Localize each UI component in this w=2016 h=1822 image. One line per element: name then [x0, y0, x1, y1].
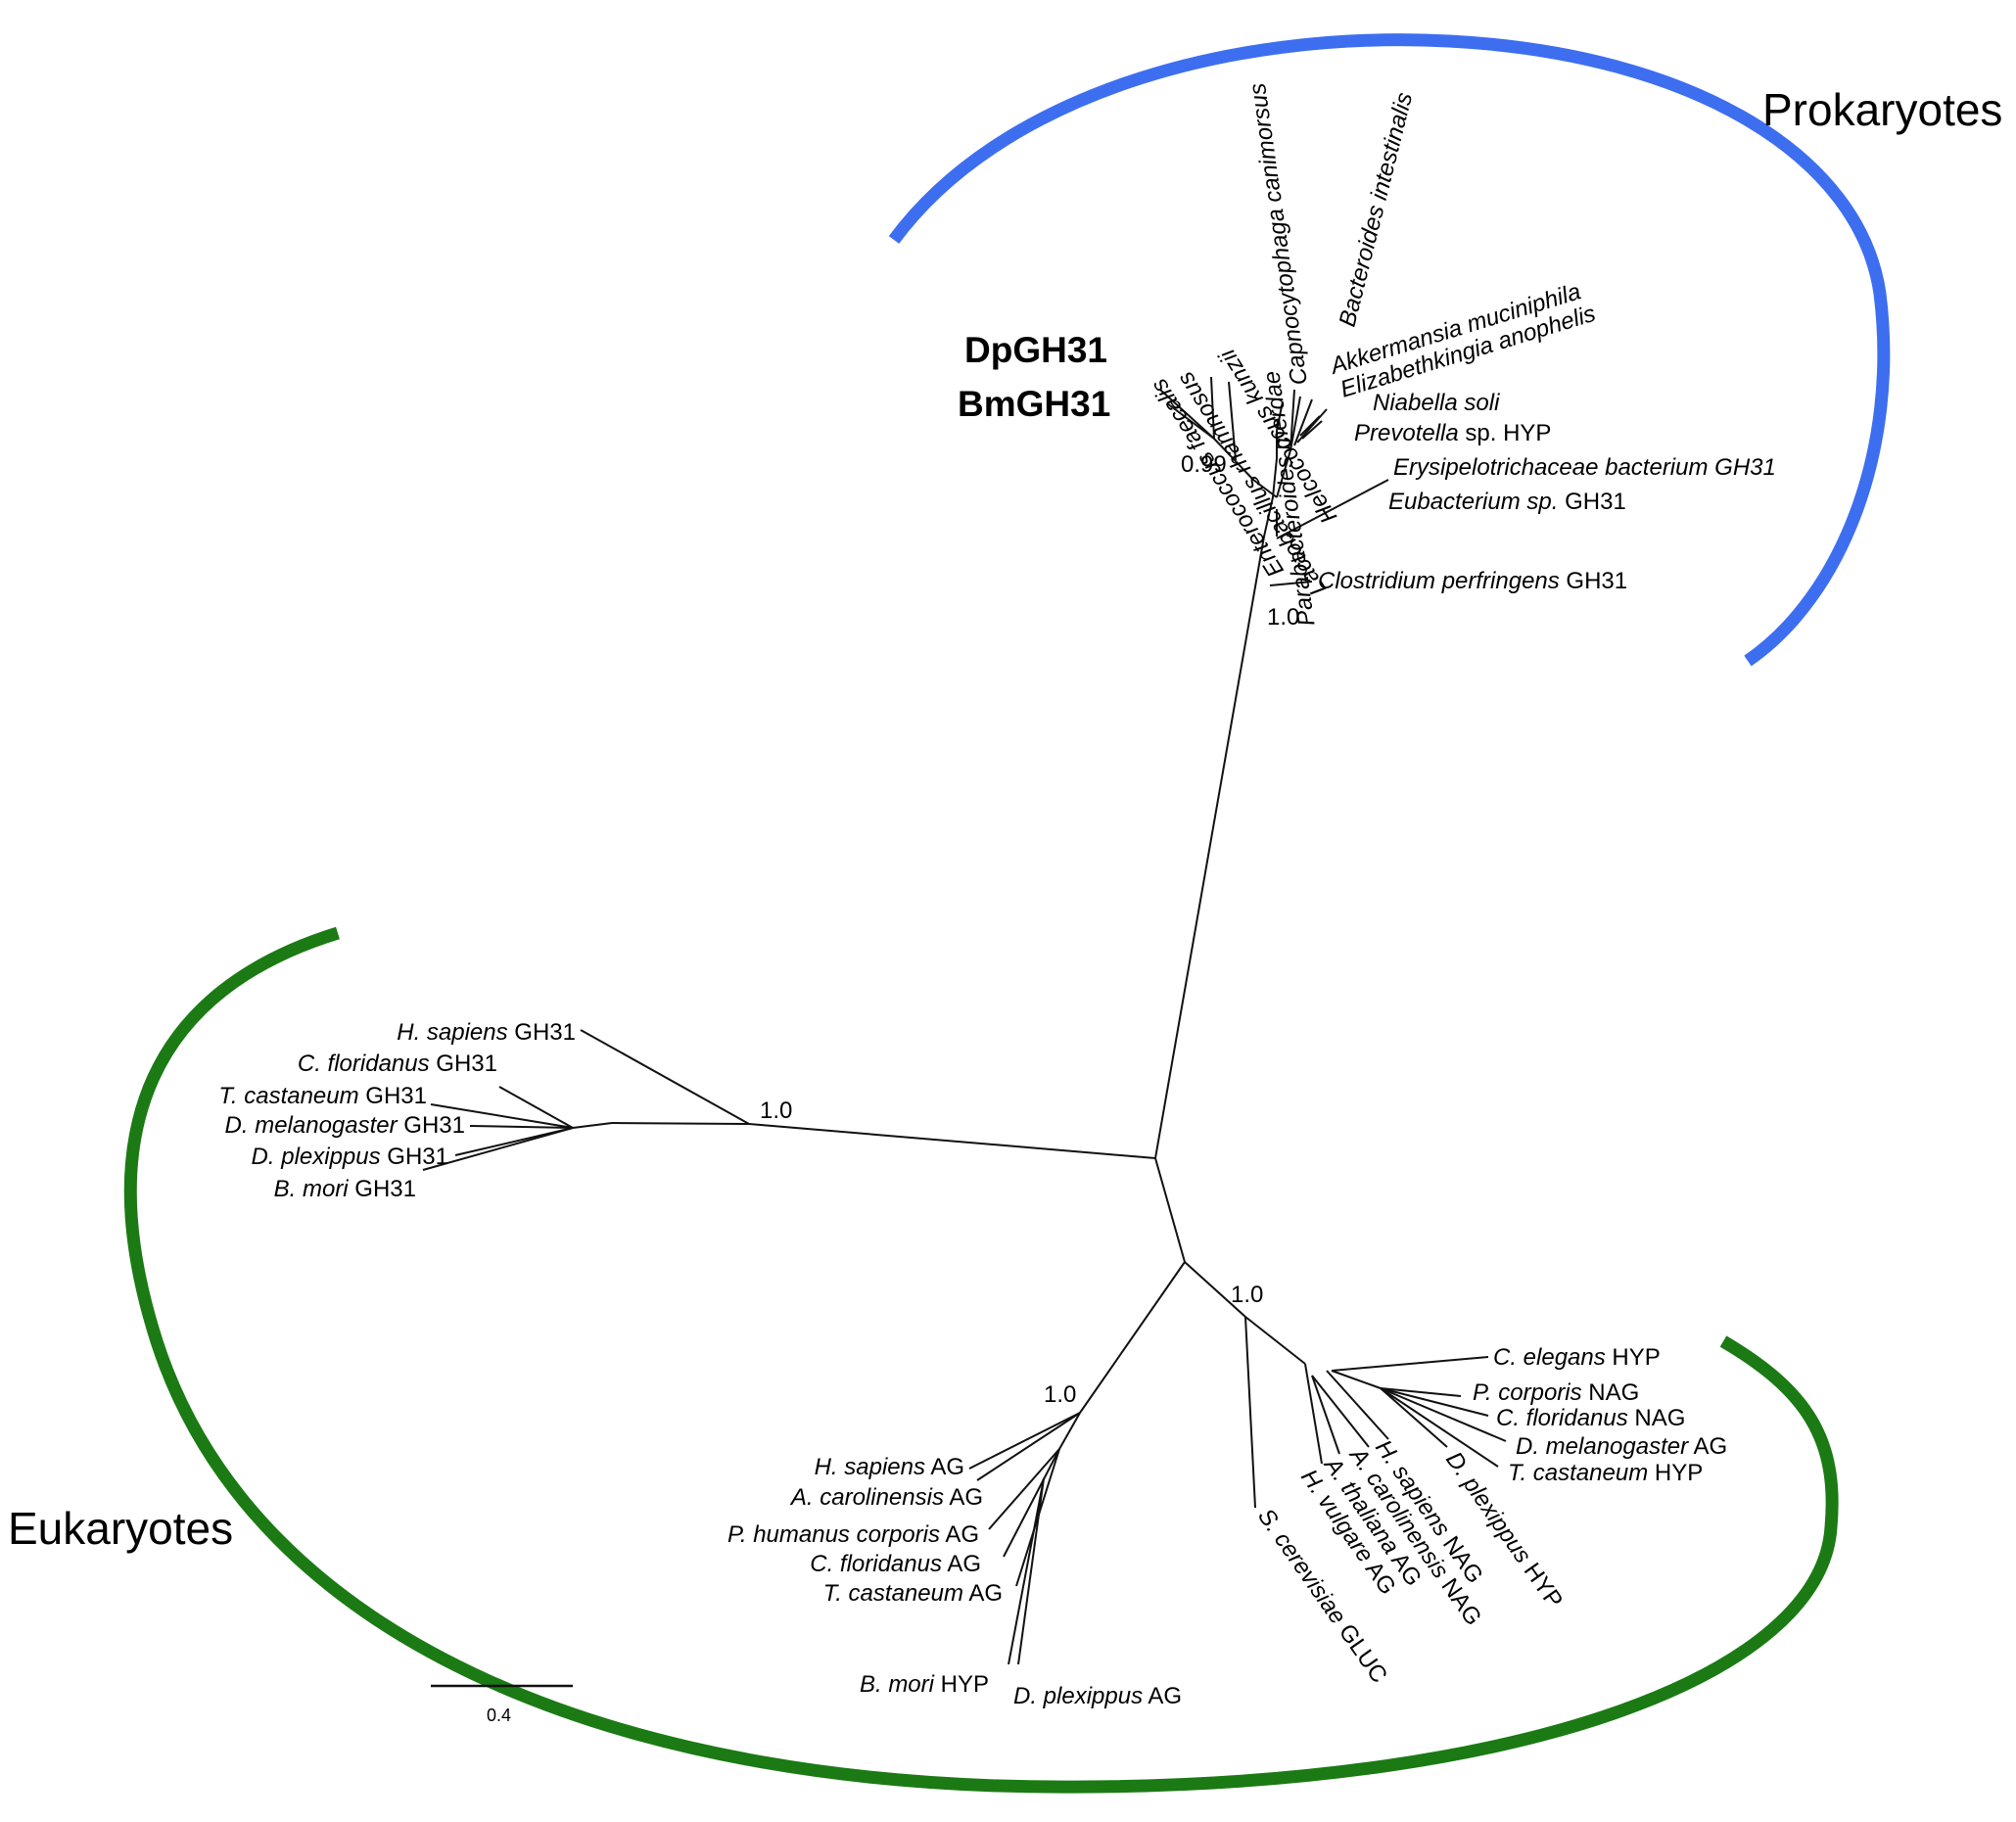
- branch-nag-hsnag: [1326, 1370, 1389, 1440]
- branch-prok-lacto: [1166, 402, 1215, 440]
- branch-ag-ph: [988, 1448, 1060, 1530]
- leaf-tc-ag: T. castaneum AG: [823, 1580, 1003, 1607]
- support-prok-base: 1.0: [1267, 604, 1299, 631]
- leaf-tc-hyp: T. castaneum HYP: [1508, 1460, 1703, 1486]
- branch-nag-at: [1311, 1375, 1340, 1455]
- leaf-dp-ag: D. plexippus AG: [1013, 1683, 1182, 1709]
- branch-gh31-node2: [572, 1122, 613, 1129]
- bmgh31-label: BmGH31: [958, 384, 1110, 424]
- branch-prok-helco: [1228, 381, 1237, 461]
- branch-nag-stem: [1184, 1261, 1246, 1318]
- branch-gh31-cf: [498, 1086, 574, 1129]
- branch-prok-lacto2: [1210, 376, 1215, 440]
- branch-nag-ce: [1331, 1356, 1489, 1372]
- branch-ag-hs: [968, 1412, 1081, 1470]
- dpgh31-label: DpGH31: [964, 330, 1107, 370]
- branch-prok-clostridium: [1269, 581, 1313, 586]
- branch-ag-stem: [1079, 1261, 1186, 1414]
- branch-nag-acnag: [1311, 1375, 1370, 1448]
- branch-nag-node2: [1331, 1370, 1382, 1389]
- leaf-bm-gh31: B. mori GH31: [274, 1176, 416, 1202]
- branch-backbone-upper: [1154, 400, 1284, 1159]
- branch-ag-dp: [1017, 1477, 1045, 1665]
- leaf-clostridium: Clostridium perfringens GH31: [1318, 568, 1627, 594]
- branch-prok-parab: [1289, 396, 1301, 451]
- leaf-dm-gh31: D. melanogaster GH31: [225, 1112, 465, 1139]
- leaf-bm-hyp: B. mori HYP: [860, 1671, 989, 1698]
- prokaryotes-label: Prokaryotes: [1762, 84, 2002, 135]
- leaf-cf-gh31: C. floridanus GH31: [298, 1051, 497, 1077]
- branch-gh31-hs: [580, 1029, 750, 1125]
- leaf-cf-ag: C. floridanus AG: [810, 1551, 981, 1577]
- leaf-hs-gh31: H. sapiens GH31: [397, 1019, 576, 1046]
- branch-gh31-bm: [422, 1127, 574, 1171]
- branch-ag-ac: [976, 1412, 1081, 1481]
- leaf-dm-ag: D. melanogaster AG: [1516, 1433, 1727, 1460]
- branch-ag-bm: [1008, 1477, 1045, 1665]
- branch-prok-akker: [1296, 408, 1328, 444]
- leaf-cf-nag: C. floridanus NAG: [1496, 1405, 1685, 1431]
- leaf-pc-nag: P. corporis NAG: [1473, 1379, 1639, 1406]
- branch-gh31-tc: [430, 1103, 574, 1129]
- branch-prok-eub: [1276, 479, 1389, 539]
- prokaryotes-arc: [888, 33, 1891, 667]
- leaf-tc-gh31: T. castaneum GH31: [218, 1083, 427, 1109]
- support-nag: 1.0: [1231, 1282, 1263, 1308]
- leaf-ac-ag: A. carolinensis AG: [789, 1484, 983, 1511]
- branch-prok-niab: [1301, 420, 1323, 440]
- leaf-capnocytophaga: Capnocytophaga canimorsus: [1244, 81, 1313, 387]
- leaf-ce-hyp: C. elegans HYP: [1493, 1344, 1661, 1371]
- leaf-ph-ag: P. humanus corporis AG: [727, 1521, 979, 1548]
- leaf-hs-ag: H. sapiens AG: [815, 1454, 964, 1480]
- branch-nag-hv: [1304, 1363, 1323, 1465]
- branch-nag-dm: [1380, 1387, 1507, 1442]
- branch-prok-eliza: [1299, 415, 1321, 437]
- scale-bar-label: 0.4: [487, 1705, 511, 1725]
- branch-prok-bacter: [1293, 398, 1313, 446]
- branch-gh31-dm: [469, 1125, 574, 1129]
- branch-prok-capno: [1289, 389, 1295, 451]
- branch-gh31-internal: [611, 1122, 750, 1125]
- branch-nag-pc: [1380, 1387, 1462, 1397]
- support-enterococcus: 0.99: [1181, 451, 1227, 478]
- branch-nag-cf: [1380, 1387, 1489, 1417]
- branch-gh31-stem: [748, 1123, 1156, 1159]
- support-gh31: 1.0: [760, 1098, 792, 1124]
- tree-branches: [422, 376, 1507, 1665]
- branch-backbone-lower: [1154, 1157, 1186, 1263]
- branch-ag-node: [1058, 1412, 1081, 1450]
- support-ag: 1.0: [1044, 1381, 1076, 1408]
- eukaryotes-arc: [123, 926, 1839, 1794]
- leaf-eubacterium: Eubacterium sp. GH31: [1388, 489, 1626, 515]
- leaf-dp-gh31: D. plexippus GH31: [252, 1144, 448, 1170]
- leaf-bacteroides: Bacteroides intestinalis: [1335, 90, 1419, 330]
- branch-nag-sc: [1244, 1316, 1256, 1509]
- branch-prok-left: [1252, 479, 1278, 498]
- leaf-niabella: Niabella soli: [1373, 390, 1500, 416]
- leaf-erysipelotrichaceae: Erysipelotrichaceae bacterium GH31: [1393, 454, 1776, 481]
- leaf-prevotella: Prevotella sp. HYP: [1354, 420, 1551, 446]
- branch-ag-cf: [1003, 1448, 1060, 1558]
- branch-nag-internal: [1244, 1316, 1306, 1365]
- branch-nag-tc: [1380, 1387, 1499, 1468]
- branch-nag-dphyp: [1380, 1387, 1448, 1448]
- eukaryotes-label: Eukaryotes: [8, 1503, 233, 1554]
- branch-prok-right: [1276, 449, 1291, 498]
